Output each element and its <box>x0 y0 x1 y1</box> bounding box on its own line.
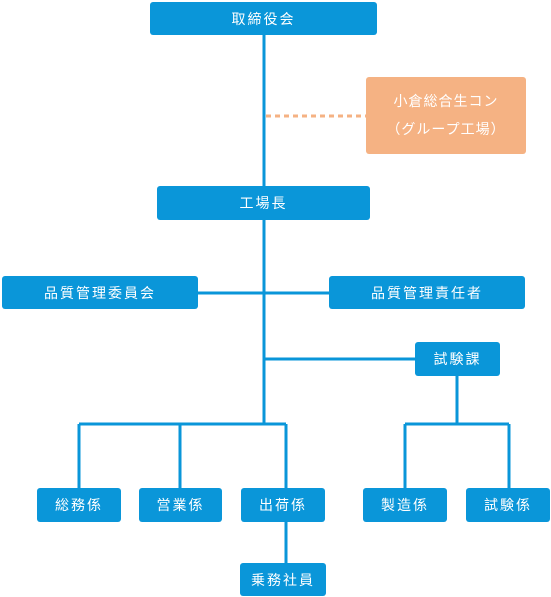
advisor-label-line1: 小倉総合生コン <box>393 93 499 110</box>
plant-manager-label: 工場長 <box>239 196 288 212</box>
testing-section-node: 試験課 <box>415 342 500 376</box>
plant-manager-node: 工場長 <box>157 186 370 220</box>
sales-label: 営業係 <box>156 498 205 514</box>
sales-node: 営業係 <box>139 488 222 522</box>
manufacturing-label: 製造係 <box>381 498 429 514</box>
general-affairs-label: 総務係 <box>55 498 103 514</box>
drivers-node: 乗務社員 <box>240 563 326 596</box>
advisor-label-line2: （グループ工場） <box>386 121 506 138</box>
board-label: 取締役会 <box>231 11 296 28</box>
shipping-label: 出荷係 <box>259 498 307 514</box>
board-node: 取締役会 <box>150 2 377 35</box>
qc-manager-node: 品質管理責任者 <box>329 276 525 309</box>
advisor-node: 小倉総合生コン （グループ工場） <box>366 77 526 154</box>
qc-manager-label: 品質管理責任者 <box>371 285 483 302</box>
testing-section-label: 試験課 <box>433 352 482 368</box>
shipping-node: 出荷係 <box>241 488 325 522</box>
general-affairs-node: 総務係 <box>37 488 121 522</box>
testing-label: 試験係 <box>484 498 532 514</box>
qc-committee-label: 品質管理委員会 <box>44 285 156 302</box>
drivers-label: 乗務社員 <box>251 572 315 589</box>
qc-committee-node: 品質管理委員会 <box>2 276 198 309</box>
manufacturing-node: 製造係 <box>363 488 447 522</box>
testing-node: 試験係 <box>466 488 550 522</box>
